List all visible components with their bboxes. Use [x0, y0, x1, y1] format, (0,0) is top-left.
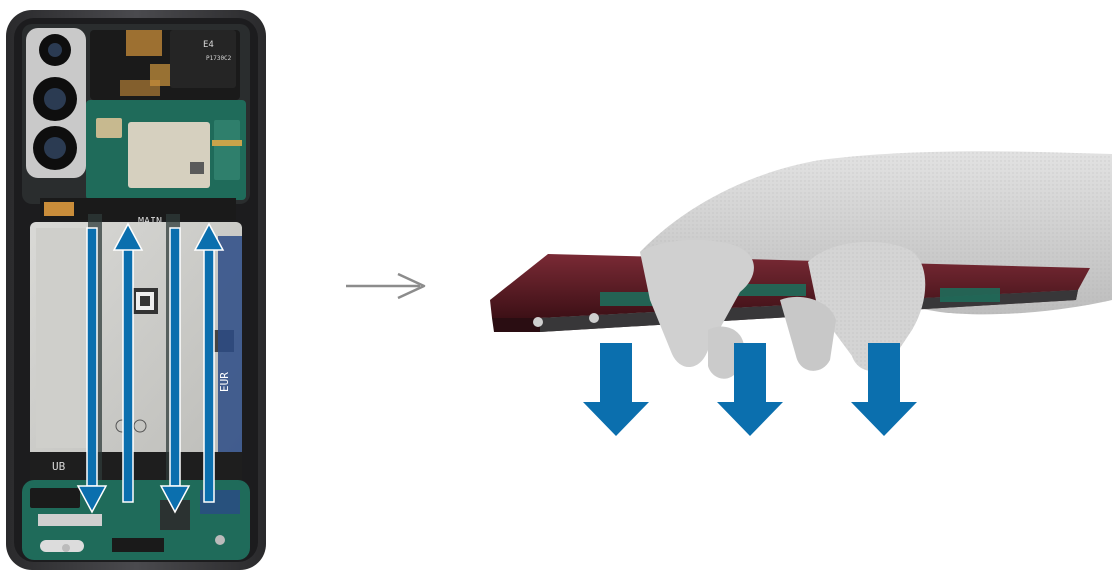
step-arrow-icon: [346, 274, 424, 298]
sub-board: [22, 480, 250, 560]
camera-module-code: P1730C2: [206, 55, 232, 62]
speaker-grille-icon: [40, 540, 84, 552]
lift-frame-illustration: [490, 151, 1112, 436]
arrow-down-icon: [583, 343, 649, 436]
rear-camera-module: [26, 28, 86, 178]
camera-module-label: E4: [203, 40, 214, 50]
phone-open-back: E4 P1730C2 MAIN EUR: [6, 10, 266, 570]
battery-region-label: EUR: [218, 372, 231, 392]
shield-can: [128, 122, 210, 188]
battery-corner-label: UB: [52, 460, 66, 473]
